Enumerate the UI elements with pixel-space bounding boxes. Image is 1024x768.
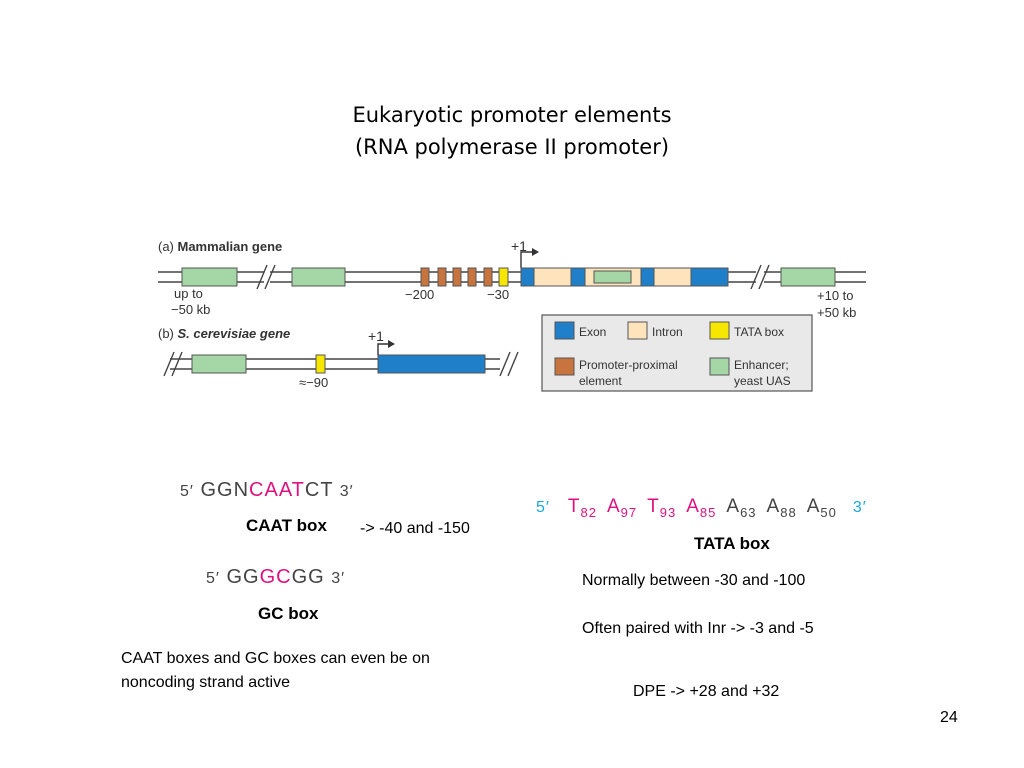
tss-label-yeast: +1 xyxy=(368,328,384,344)
enhancer-upstream-2 xyxy=(291,267,346,287)
tata-base: A50 xyxy=(806,496,837,520)
slide-title-line1: Eukaryotic promoter elements xyxy=(352,103,672,127)
enhancer-downstream xyxy=(780,267,836,287)
tata-box-yeast xyxy=(315,354,326,374)
tss-label-mammalian: +1 xyxy=(511,238,527,254)
gc-box-label: GC box xyxy=(258,604,319,623)
tata-base: A63 xyxy=(726,496,757,520)
caat-position-note: -> -40 and -150 xyxy=(360,520,470,537)
tata-base: A88 xyxy=(766,496,797,520)
label-plus50kb: +50 kb xyxy=(817,305,856,320)
legend-tata: TATA box xyxy=(734,325,784,339)
promoter-proximal-element xyxy=(467,267,477,287)
slide-title-line2: (RNA polymerase II promoter) xyxy=(354,135,670,159)
exon xyxy=(640,267,655,287)
diagram-legend: Exon Intron TATA box Promoter-proximal e… xyxy=(541,314,813,392)
mammalian-dna xyxy=(158,264,866,290)
exon-yeast xyxy=(377,354,486,374)
note-strand-line1: CAAT boxes and GC boxes can even be on xyxy=(121,650,430,667)
promoter-proximal-element xyxy=(420,267,430,287)
promoter-proximal-element xyxy=(483,267,493,287)
promoter-gene-diagram: (a) Mammalian gene +1 up to −50 kb −200 … xyxy=(158,238,866,392)
label-plus10: +10 to xyxy=(817,288,854,303)
exon xyxy=(690,267,729,287)
legend-exon: Exon xyxy=(579,325,606,339)
label-approx-minus90: ≈−90 xyxy=(299,375,328,390)
tata-base: T82 xyxy=(567,496,597,520)
legend-enhancer-line2: yeast UAS xyxy=(734,374,791,388)
legend-promoter-line1: Promoter-proximal xyxy=(579,358,678,372)
label-minus30: −30 xyxy=(487,287,509,302)
legend-swatch-tata xyxy=(709,321,730,340)
note-dpe: DPE -> +28 and +32 xyxy=(633,683,780,700)
intron xyxy=(653,267,692,287)
legend-promoter-line2: element xyxy=(579,374,622,388)
tata-box-label: TATA box xyxy=(694,534,770,553)
tata-base: A97 xyxy=(606,496,638,520)
caat-box-sequence: 5′ GGNCAATCT 3′ xyxy=(180,479,354,501)
intronic-enhancer xyxy=(593,270,632,284)
legend-enhancer-line1: Enhancer; xyxy=(734,358,789,372)
page-number: 24 xyxy=(940,709,958,726)
note-normally-between: Normally between -30 and -100 xyxy=(582,572,806,589)
legend-swatch-intron xyxy=(627,321,648,340)
note-inr: Often paired with Inr -> -3 and -5 xyxy=(582,620,814,637)
panel-b-title: (b) S. cerevisiae gene xyxy=(158,326,290,341)
tss-arrow-yeast xyxy=(377,343,392,355)
panel-a-title: (a) Mammalian gene xyxy=(158,239,282,254)
tata-box-mammalian xyxy=(498,267,509,287)
legend-swatch-exon xyxy=(554,321,575,340)
note-strand-line2: noncoding strand active xyxy=(121,674,290,691)
enhancer-upstream xyxy=(181,267,238,287)
tss-arrow-mammalian xyxy=(520,251,536,268)
caat-box-label: CAAT box xyxy=(246,516,327,535)
exon xyxy=(570,267,586,287)
label-minus50kb: −50 kb xyxy=(171,302,210,317)
legend-swatch-promoter xyxy=(554,357,575,376)
promoter-proximal-element xyxy=(437,267,447,287)
legend-swatch-enhancer xyxy=(709,357,730,376)
yeast-uas xyxy=(191,354,247,374)
gc-box-sequence: 5′ GGGCGG 3′ xyxy=(206,566,346,588)
tata-base: T93 xyxy=(647,496,677,520)
legend-intron: Intron xyxy=(652,325,683,339)
intron xyxy=(533,267,572,287)
label-minus200: −200 xyxy=(405,287,434,302)
tata-base: A85 xyxy=(686,496,717,520)
promoter-proximal-element xyxy=(452,267,462,287)
label-up-to: up to xyxy=(174,286,203,301)
exon xyxy=(520,267,535,287)
